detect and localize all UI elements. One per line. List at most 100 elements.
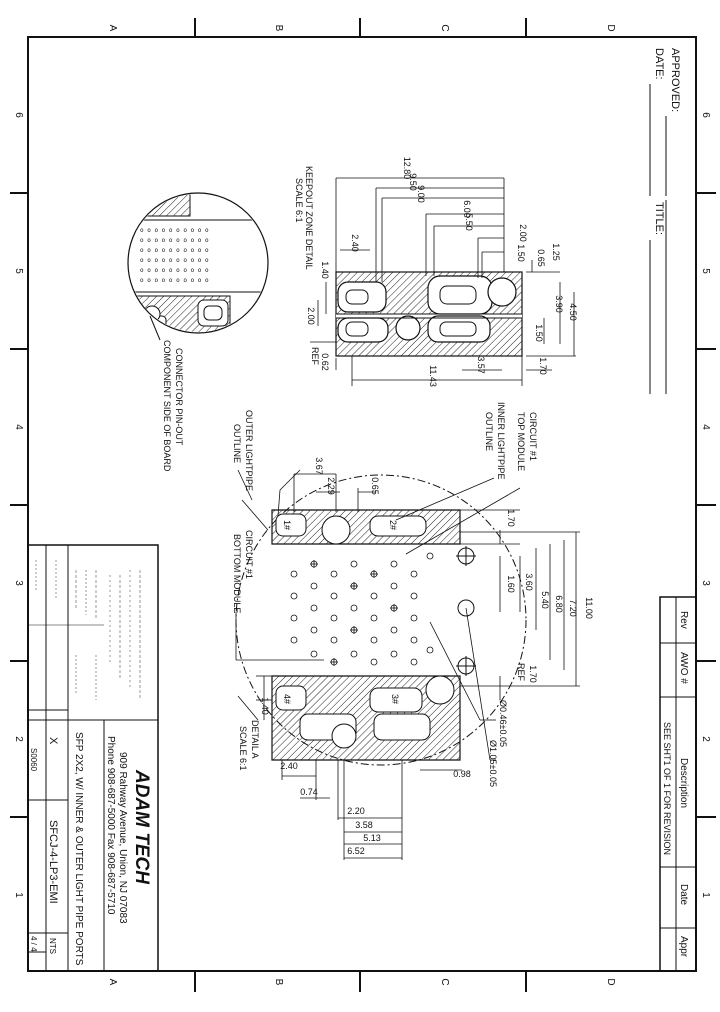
dim-label: 3.90 <box>554 295 564 313</box>
dim-label: 11.00 <box>584 597 594 619</box>
circuit1-bottom-label: CIRCUIT #1 <box>244 530 254 579</box>
pinout-caption-line1: CONNECTOR PIN-OUT <box>174 348 184 446</box>
company-phone: Phone 908-687-5000 Fax 908-687-5710 <box>105 736 116 915</box>
zone-letter-bottom: B <box>273 979 284 986</box>
sheet-number: 4 / 4 <box>29 936 38 952</box>
dim-label: 3.57 <box>476 356 486 374</box>
dim-label: Ø1.05±0.05 <box>488 740 498 787</box>
rev-header: Rev <box>678 611 689 629</box>
date-header: Date <box>678 884 689 906</box>
part-description: SFP 2X2, W/ INNER & OUTER LIGHT PIPE POR… <box>73 732 84 966</box>
zone-letter-bottom: C <box>439 978 450 985</box>
svg-text:o o o o o o o o o o: o o o o o o o o o o <box>140 277 209 284</box>
dim-label: 2.40 <box>350 234 360 252</box>
zone-letters: A B C D A B C D <box>107 24 616 985</box>
dim-label: 5.50 <box>464 213 474 231</box>
zone-number-left: 3 <box>13 580 24 586</box>
zone-number-left: 6 <box>13 112 24 118</box>
appr-header: Appr <box>678 936 689 958</box>
revision-block: Rev AWO # Description Date Appr SEE SHT1… <box>659 596 697 972</box>
svg-text:o o o o o o o o o o: o o o o o o o o o o <box>140 267 209 274</box>
dim-label: 1.50 <box>516 244 526 262</box>
zone-numbers: 6 5 4 3 2 1 6 5 4 3 2 1 <box>13 112 711 898</box>
dim-label: 2.20 <box>347 806 365 816</box>
scale-value: NTS <box>48 938 57 954</box>
zone-letter-top: C <box>439 24 450 31</box>
date-label: DATE: <box>653 48 665 80</box>
port-label: 4# <box>282 694 292 704</box>
title-label: TITLE: <box>653 202 665 235</box>
port-label: 1# <box>282 520 292 530</box>
pin-field: o o o o o o o o o o o o o o o o o o o o … <box>140 227 209 284</box>
zone-number-left: 2 <box>13 736 24 742</box>
dim-label: 1.25 <box>551 243 561 261</box>
dim-label: 12.80 <box>402 157 412 180</box>
crosshair-marks <box>310 560 398 666</box>
dim-label: 1.40 <box>320 261 330 279</box>
outer-outline-label: OUTLINE <box>232 424 242 463</box>
dim-label: REF <box>516 663 526 682</box>
top-module-label: TOP MODULE <box>516 412 526 471</box>
inner-lightpipe-label: INNER LIGHTPIPE <box>496 402 506 480</box>
dim-label: 1.50 <box>534 324 544 342</box>
dim-label: 0.65 <box>536 249 546 267</box>
dim-label: 9.00 <box>416 185 426 203</box>
detail-labels: CIRCUIT #1 TOP MODULE INNER LIGHTPIPE OU… <box>232 402 538 771</box>
zone-letter-top: D <box>605 24 616 31</box>
dim-label: 2.29 <box>326 477 336 495</box>
dim-label: 7.20 <box>568 599 578 617</box>
circuit1-top-label: CIRCUIT #1 <box>528 412 538 461</box>
scale-code: X <box>47 737 59 745</box>
dim-label: 1.70 <box>528 665 538 683</box>
detail-scale: SCALE 6:1 <box>238 726 248 771</box>
zone-number-right: 3 <box>700 580 711 586</box>
description-header: Description <box>678 758 689 808</box>
dim-label: 11.43 <box>428 365 438 387</box>
port-label: 3# <box>390 694 400 704</box>
keepout-dimensions: 12.80 9.50 9.00 6.00 5.50 2.00 1.50 1.25… <box>306 157 578 387</box>
zone-ticks <box>10 18 716 992</box>
dim-label: 5.40 <box>540 591 550 609</box>
zone-number-left: 5 <box>13 268 24 274</box>
dim-label: 1.60 <box>506 575 516 593</box>
dim-label: 3.67 <box>314 457 324 475</box>
inner-outline-label: OUTLINE <box>484 412 494 451</box>
dim-label: 1.70 <box>506 509 516 527</box>
dim-label: REF <box>310 347 320 366</box>
keepout-scale: SCALE 6:1 <box>294 178 304 223</box>
svg-text:o o o o o o o o o o: o o o o o o o o o o <box>140 227 209 234</box>
zone-number-right: 5 <box>700 268 711 274</box>
drawing-number: S0060 <box>29 748 38 772</box>
dim-label: 3.60 <box>524 573 534 591</box>
keepout-zone-detail: KEEPOUT ZONE DETAIL SCALE 6:1 12.80 9.50… <box>294 157 578 387</box>
dim-label: 2.00 <box>306 307 316 325</box>
dim-label: 6.80 <box>554 595 564 613</box>
dim-label: 6.52 <box>347 846 365 856</box>
detail-a: 1# 2# 4# 3# <box>232 402 594 860</box>
dim-label: 4.50 <box>568 303 578 321</box>
zone-number-right: 6 <box>700 112 711 118</box>
bottom-module-label: BOTTOM MODULE <box>232 534 242 613</box>
dim-label: 9.50 <box>408 173 418 191</box>
port-label: 2# <box>388 520 398 530</box>
revision-description: SEE SHT1 OF 1 FOR REVISION <box>662 722 672 855</box>
dim-label: Ø0.46±0.05 <box>498 700 508 747</box>
dim-label: 0.74 <box>300 787 318 797</box>
zone-number-left: 4 <box>13 424 24 430</box>
approval-block: APPROVED: DATE: TITLE: <box>649 48 681 394</box>
dim-label: 1.70 <box>538 357 548 375</box>
zone-number-left: 1 <box>13 892 24 898</box>
zone-letter-bottom: A <box>107 979 118 986</box>
pinout-caption-line2: COMPONENT SIDE OF BOARD <box>162 340 172 472</box>
dim-label: 3.58 <box>355 820 373 830</box>
svg-text:o o o o o o o o o o: o o o o o o o o o o <box>140 257 209 264</box>
dim-label: 2.40 <box>280 761 298 771</box>
dim-label: 2.00 <box>518 224 528 242</box>
faded-notes <box>35 560 141 700</box>
dim-label: 0.62 <box>320 353 330 371</box>
svg-text:o o o o o o o o o o: o o o o o o o o o o <box>140 247 209 254</box>
dim-label: 0.65 <box>370 477 380 495</box>
awo-header: AWO # <box>678 652 689 684</box>
dim-label: 1.40 <box>260 697 270 715</box>
zone-number-right: 2 <box>700 736 711 742</box>
